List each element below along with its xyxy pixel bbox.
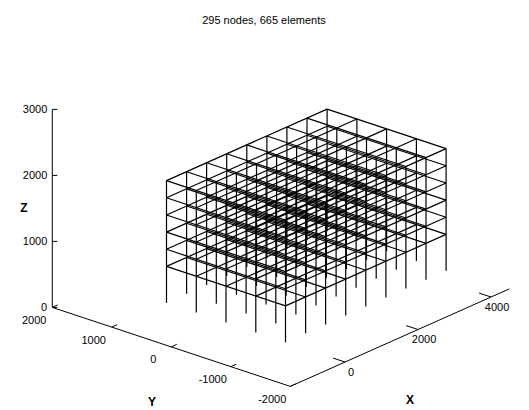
beam	[167, 232, 286, 272]
tick-label: 2000	[22, 314, 46, 327]
tick-mark	[112, 325, 117, 327]
tick-mark	[406, 326, 418, 330]
column	[186, 172, 187, 294]
beam	[247, 145, 366, 185]
beam	[167, 181, 286, 221]
column	[166, 181, 167, 303]
column	[416, 139, 417, 261]
beam	[187, 206, 306, 246]
beam	[187, 172, 306, 212]
tick-mark	[52, 175, 57, 176]
column	[206, 163, 207, 285]
tick-mark	[52, 305, 57, 308]
axis-label: X	[406, 394, 414, 407]
tick-mark	[171, 344, 176, 347]
beam	[267, 136, 386, 176]
tick-label: 0	[150, 353, 156, 366]
beam	[226, 180, 387, 252]
tick-label: -1000	[199, 373, 227, 386]
beam	[167, 109, 328, 181]
tick-mark	[290, 384, 295, 387]
beam	[226, 146, 387, 218]
beam	[286, 183, 447, 255]
tick-label: 1000	[82, 334, 106, 347]
tick-label: 2000	[412, 333, 436, 346]
column	[386, 129, 387, 251]
tick-mark	[333, 358, 345, 362]
tick-label: 0	[41, 301, 47, 314]
beam	[187, 258, 306, 298]
beam	[307, 118, 426, 158]
beam	[167, 249, 286, 288]
tick-mark	[52, 109, 57, 110]
tick-mark	[52, 241, 57, 242]
tick-label: 1000	[23, 235, 47, 248]
tick-label: 0	[348, 366, 354, 379]
beam	[327, 109, 446, 149]
tick-label: 2000	[23, 169, 47, 182]
beam	[167, 198, 286, 238]
beam	[227, 154, 346, 194]
beam	[286, 217, 447, 288]
beam	[187, 240, 306, 280]
beam	[207, 163, 326, 203]
tick-label: 3000	[23, 103, 47, 116]
x-axis	[290, 289, 509, 387]
tick-mark	[231, 364, 236, 366]
column	[446, 149, 447, 271]
beam	[287, 127, 406, 167]
plot-title: 295 nodes, 665 elements	[202, 14, 326, 27]
tick-mark	[479, 293, 491, 297]
column	[226, 154, 227, 276]
tick-label: 4000	[485, 301, 509, 314]
column	[246, 145, 247, 267]
beam	[226, 129, 387, 201]
beam	[167, 266, 286, 306]
beam	[167, 215, 286, 255]
beam	[226, 163, 387, 235]
tick-label: -2000	[258, 393, 286, 406]
beam	[187, 223, 306, 263]
y-axis	[52, 307, 290, 386]
beam	[167, 126, 328, 198]
z-axis	[52, 109, 53, 307]
axis-label: Y	[148, 396, 156, 409]
beam	[187, 189, 306, 229]
axis-label: Z	[20, 202, 27, 215]
